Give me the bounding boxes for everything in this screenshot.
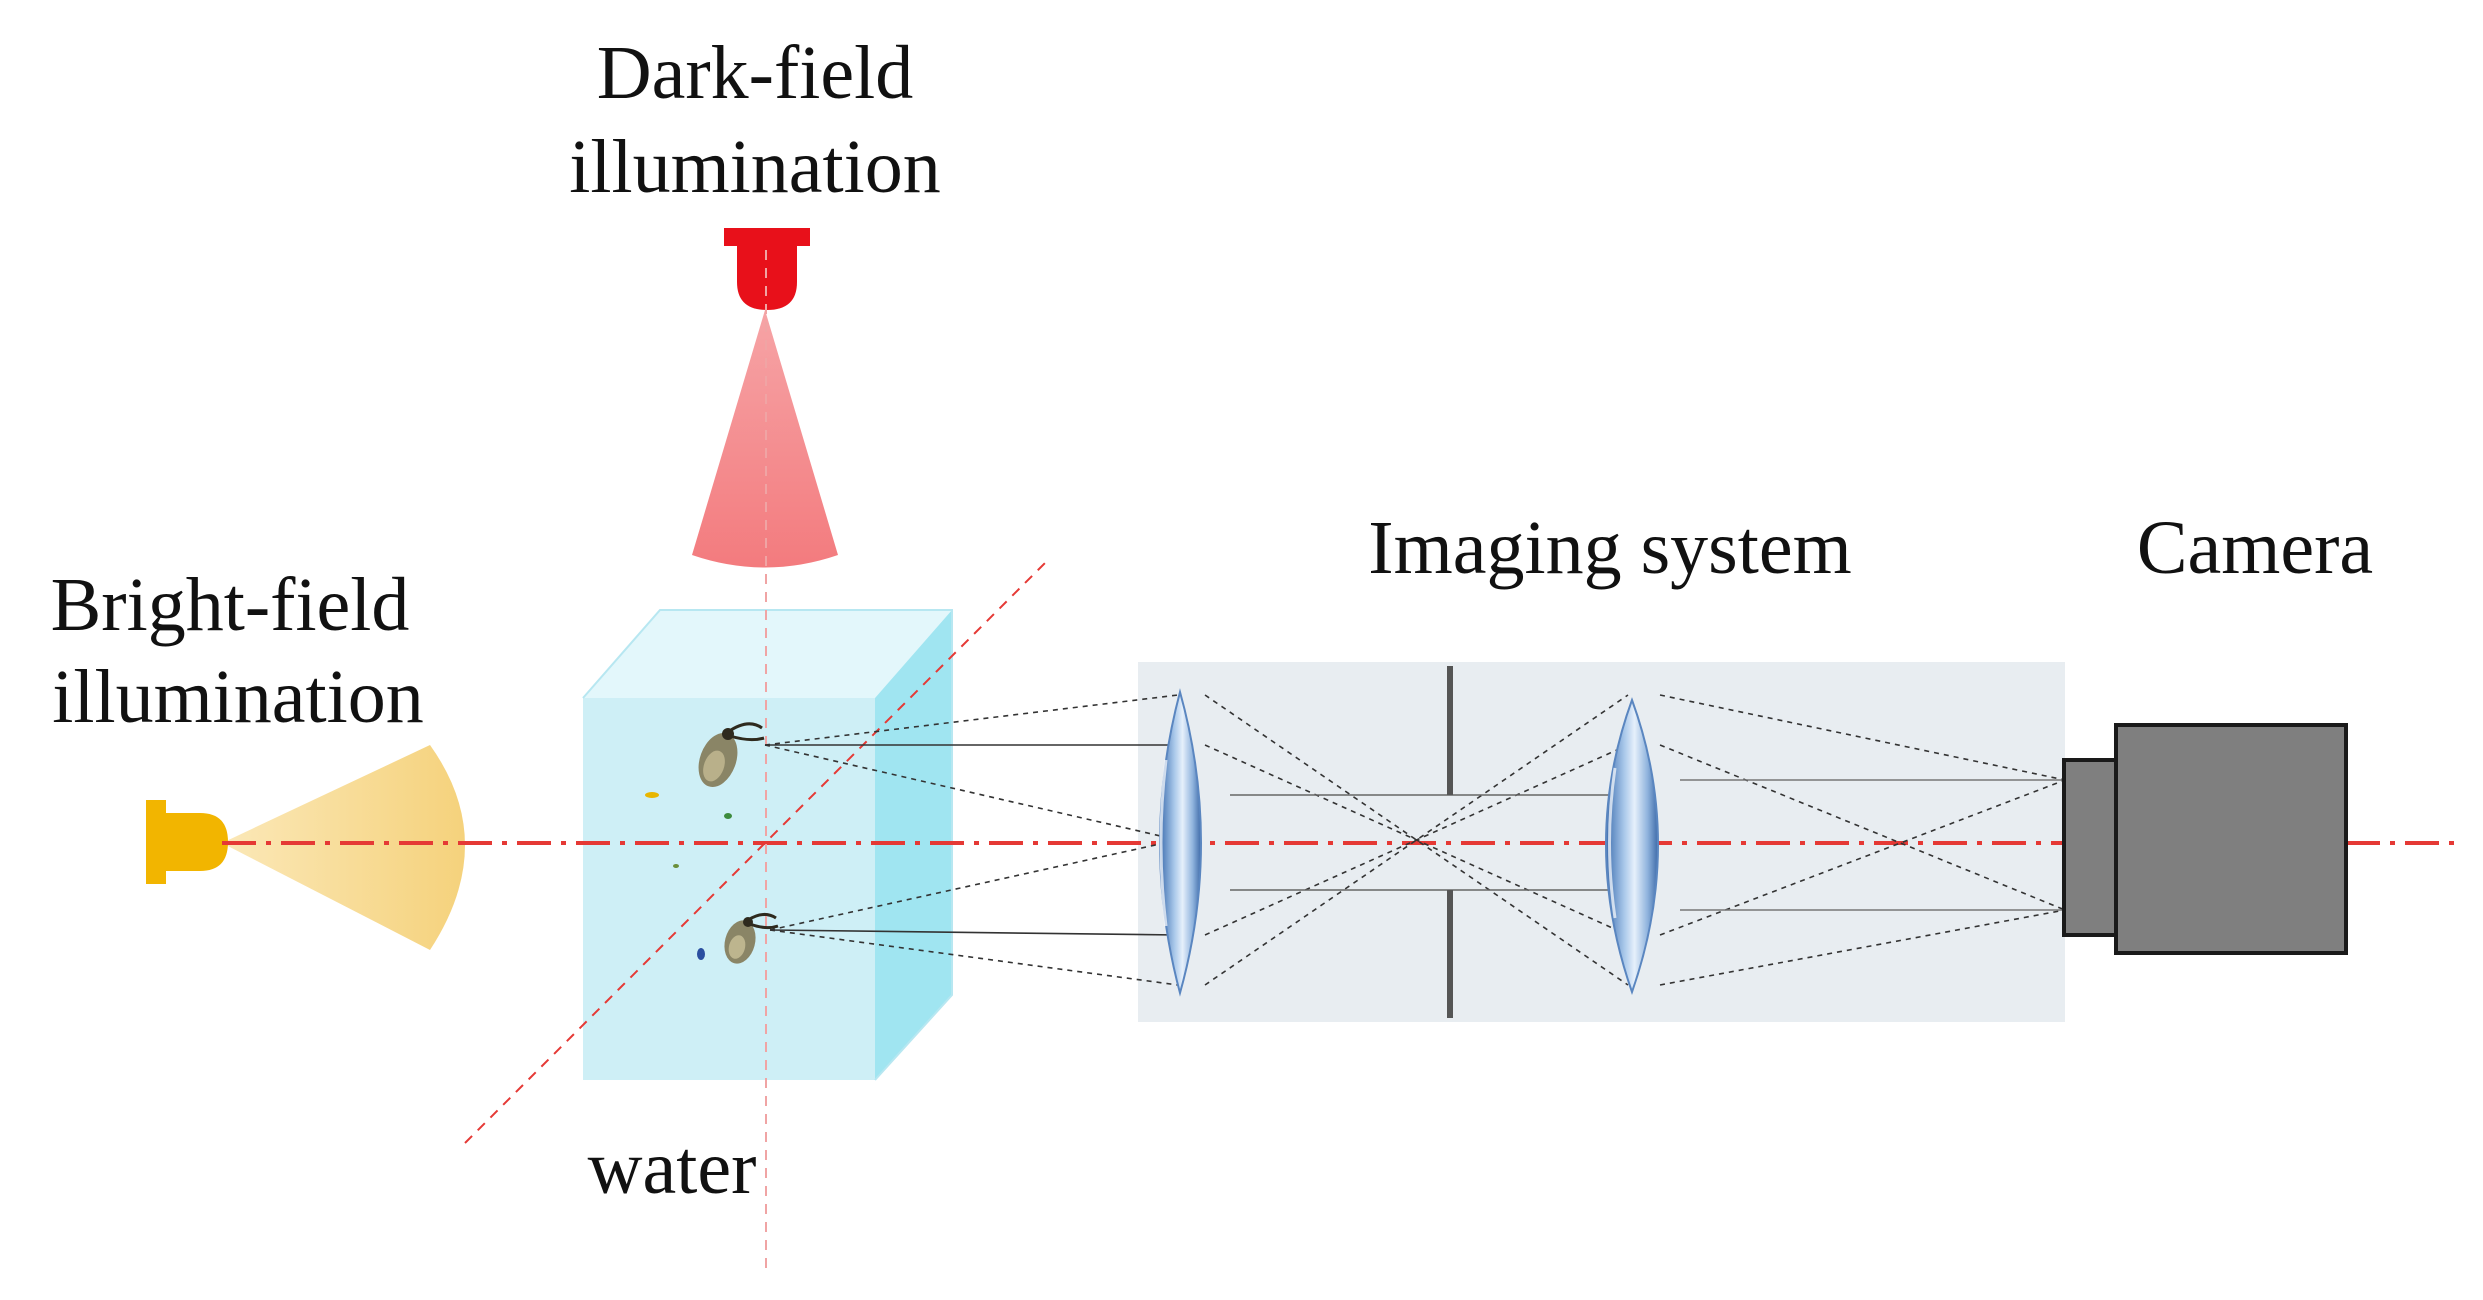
tank-side-face — [875, 610, 952, 1080]
camera-label: Camera — [2137, 506, 2373, 590]
particle — [724, 813, 732, 819]
bright-field-label: Bright-field illumination — [51, 563, 424, 739]
biconvex-lens-icon — [1605, 697, 1659, 996]
water-tank — [582, 609, 953, 1081]
diagonal-guide — [464, 559, 1049, 1144]
bright-field-label-line1: Bright-field — [51, 563, 410, 647]
zooplankton-icon — [724, 913, 779, 964]
lamp-icon-bulb — [164, 813, 228, 871]
dark-field-label: Dark-field illumination — [569, 31, 941, 209]
particle — [673, 864, 679, 868]
tank-top-face — [583, 610, 952, 698]
dark-field-label-line1: Dark-field — [597, 31, 914, 115]
ray-traces — [764, 694, 2066, 986]
camera-body — [2114, 723, 2348, 955]
lamp-icon — [724, 228, 810, 246]
dark-field-label-line2: illumination — [569, 125, 941, 209]
biconvex-lens-icon — [1159, 688, 1202, 997]
imaging-system-label: Imaging system — [1368, 506, 1851, 590]
bright-field-beam — [222, 745, 465, 950]
water-label: water — [588, 1126, 757, 1210]
camera-lens-mount — [2062, 758, 2118, 937]
bright-field-source — [146, 745, 465, 950]
bright-field-label-line2: illumination — [52, 655, 424, 739]
lamp-icon — [146, 800, 166, 884]
camera-icon — [2062, 723, 2348, 955]
particle — [697, 948, 705, 960]
particle — [645, 792, 659, 798]
zooplankton-icon — [698, 722, 765, 788]
